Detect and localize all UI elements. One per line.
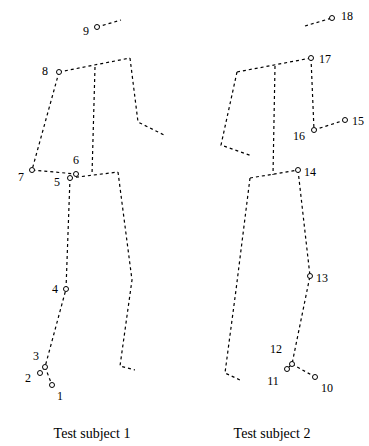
marker-dot: [68, 176, 73, 181]
marker-dot: [296, 168, 301, 173]
marker-dot: [290, 362, 295, 367]
callout-text: 6: [73, 153, 79, 167]
caption-text: Test subject 2: [234, 426, 311, 441]
callout-number: 10: [321, 378, 333, 396]
callout-text: 13: [316, 271, 328, 285]
marker-dot: [30, 168, 35, 173]
callout-text: 4: [52, 282, 58, 296]
callout-text: 15: [352, 114, 364, 128]
foot-line: [292, 364, 315, 377]
spine-line: [92, 67, 95, 175]
marker-dot: [330, 16, 335, 21]
callout-text: 18: [341, 9, 353, 23]
marker-dot: [64, 287, 69, 292]
callout-text: 12: [270, 342, 282, 356]
callout-text: 5: [54, 175, 60, 189]
callout-text: 3: [33, 349, 39, 363]
callout-number: 5: [54, 172, 60, 190]
marker-dot: [309, 56, 314, 61]
leg-line: [287, 170, 310, 369]
callout-number: 18: [341, 6, 353, 24]
marker-dot: [308, 274, 313, 279]
callout-number: 6: [73, 150, 79, 168]
callout-number: 2: [25, 368, 31, 386]
callout-text: 1: [57, 389, 63, 403]
marker-dot: [57, 70, 62, 75]
leg-line: [40, 178, 70, 373]
callout-number: 13: [316, 268, 328, 286]
callout-number: 12: [270, 339, 282, 357]
hip-line: [70, 172, 118, 178]
head-line: [97, 20, 121, 27]
callout-text: 9: [83, 24, 89, 38]
leg-line: [225, 178, 250, 380]
callout-number: 11: [267, 371, 279, 389]
callout-number: 16: [293, 126, 305, 144]
callout-number: 9: [83, 21, 89, 39]
callout-number: 14: [304, 162, 316, 180]
leg-line: [118, 172, 135, 370]
marker-dot: [343, 118, 348, 123]
arm-line: [130, 58, 166, 136]
callout-number: 3: [33, 346, 39, 364]
callout-number: 15: [352, 111, 364, 129]
spine-line: [273, 66, 275, 175]
callout-number: 1: [57, 386, 63, 404]
marker-dot: [285, 367, 290, 372]
marker-dot: [312, 128, 317, 133]
callout-text: 11: [267, 374, 279, 388]
figure-caption: Test subject 1: [54, 424, 131, 442]
callout-text: 8: [42, 64, 48, 78]
marker-dot: [74, 172, 79, 177]
callout-number: 8: [42, 61, 48, 79]
marker-dot: [95, 25, 100, 30]
callout-text: 17: [319, 52, 331, 66]
arm-line: [311, 58, 345, 130]
marker-dot: [38, 371, 43, 376]
arm-line: [32, 72, 76, 174]
callout-number: 4: [52, 279, 58, 297]
callout-number: 7: [18, 167, 24, 185]
marker-dot: [43, 365, 48, 370]
figure-caption: Test subject 2: [234, 424, 311, 442]
arm-line: [221, 72, 252, 156]
callout-text: 14: [304, 165, 316, 179]
callout-text: 2: [25, 371, 31, 385]
callout-text: 7: [18, 170, 24, 184]
caption-text: Test subject 1: [54, 426, 131, 441]
head-line: [305, 18, 332, 26]
callout-number: 17: [319, 49, 331, 67]
callout-text: 10: [321, 381, 333, 395]
shoulder-line: [237, 58, 311, 72]
callout-text: 16: [293, 129, 305, 143]
hip-line: [250, 170, 298, 178]
marker-dot: [313, 375, 318, 380]
marker-dot: [50, 383, 55, 388]
